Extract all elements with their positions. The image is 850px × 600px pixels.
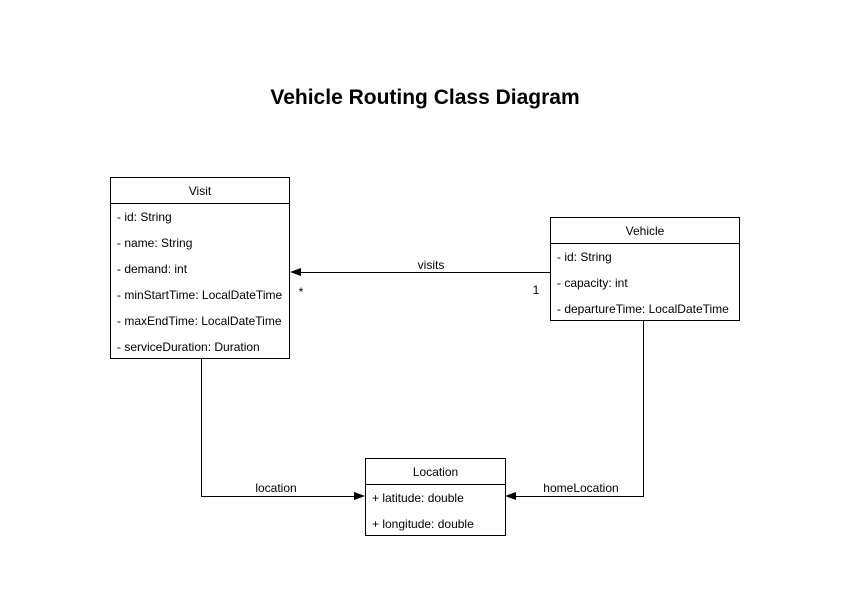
class-visit-name: Visit: [111, 178, 289, 204]
class-vehicle-attr-capacity: - capacity: int: [557, 276, 628, 290]
edge-homelocation-label: homeLocation: [541, 481, 621, 495]
diagram-title: Vehicle Routing Class Diagram: [270, 86, 580, 109]
class-location-name: Location: [366, 459, 505, 485]
edge-location-label: location: [253, 481, 299, 495]
class-box-vehicle[interactable]: Vehicle - id: String - capacity: int - d…: [550, 217, 740, 321]
edge-location-line-horizontal: [201, 496, 357, 497]
class-vehicle-attr-id: - id: String: [557, 250, 612, 264]
class-location-attributes: + latitude: double + longitude: double: [366, 485, 505, 537]
homelocation-arrowhead-icon: [505, 492, 516, 500]
edge-homelocation-line-horizontal: [516, 496, 643, 497]
class-vehicle-attributes: - id: String - capacity: int - departure…: [551, 244, 739, 322]
visits-arrowhead-icon: [290, 268, 301, 276]
class-visit-attributes: - id: String - name: String - demand: in…: [111, 204, 289, 360]
class-location-attr-longitude: + longitude: double: [372, 517, 474, 531]
class-visit-attr-serviceduration: - serviceDuration: Duration: [117, 340, 260, 354]
class-visit-attr-demand: - demand: int: [117, 262, 188, 276]
edge-location-line-vertical: [201, 359, 202, 496]
location-arrowhead-icon: [354, 492, 365, 500]
class-visit-attr-name: - name: String: [117, 236, 193, 250]
visits-multiplicity-many: *: [298, 285, 304, 299]
class-box-visit[interactable]: Visit - id: String - name: String - dema…: [110, 177, 290, 359]
edge-homelocation-line-vertical: [643, 321, 644, 497]
class-location-attr-latitude: + latitude: double: [372, 491, 464, 505]
class-visit-attr-maxendtime: - maxEndTime: LocalDateTime: [117, 314, 282, 328]
class-visit-attr-minstarttime: - minStartTime: LocalDateTime: [117, 288, 283, 302]
class-box-location[interactable]: Location + latitude: double + longitude:…: [365, 458, 506, 536]
class-visit-attr-id: - id: String: [117, 210, 172, 224]
class-vehicle-attr-departuretime: - departureTime: LocalDateTime: [557, 302, 729, 316]
class-vehicle-name: Vehicle: [551, 218, 739, 244]
edge-visits-label: visits: [415, 258, 447, 272]
visits-multiplicity-one: 1: [532, 283, 540, 297]
edge-visits-line: [300, 272, 550, 273]
